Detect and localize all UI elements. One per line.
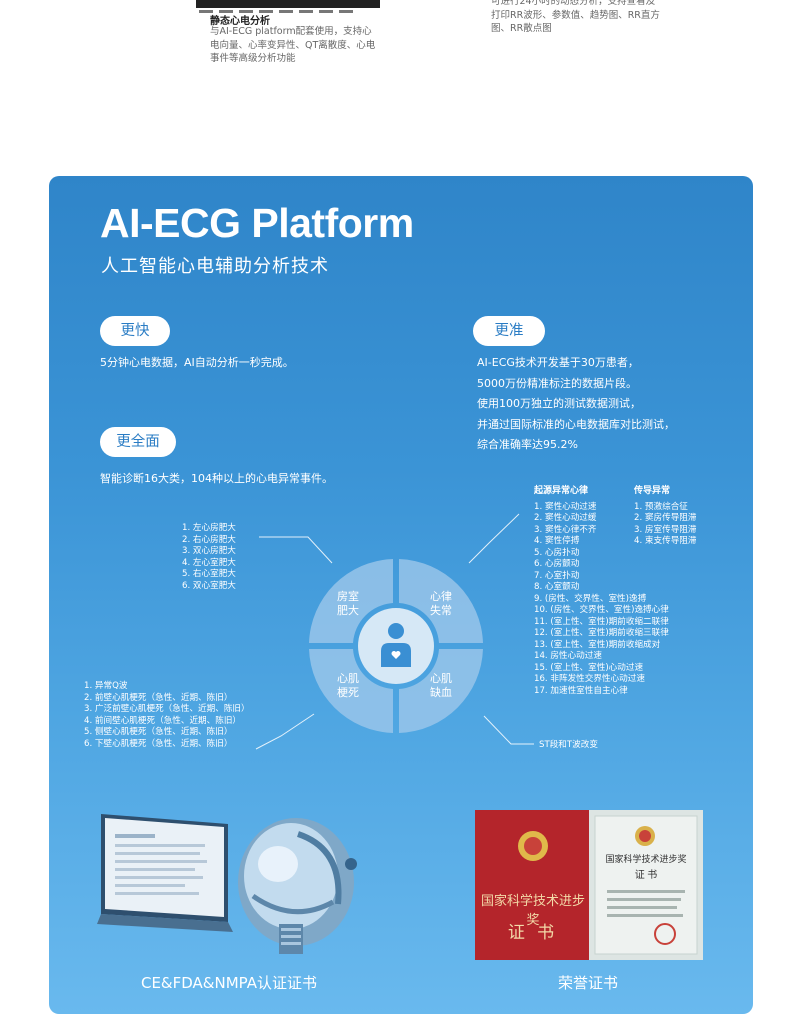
list-item: 6. 双心室肥大 xyxy=(182,580,236,591)
accurate-text: AI-ECG技术开发基于30万患者， 5000万份精准标注的数据片段。 使用10… xyxy=(477,353,737,456)
accurate-line: 使用100万独立的测试数据测试， xyxy=(477,397,641,410)
infarction-list: 1. 异常Q波 2. 前壁心肌梗死（急性、近期、陈旧） 3. 广泛前壁心肌梗死（… xyxy=(84,681,250,750)
list-item: 2. 前壁心肌梗死（急性、近期、陈旧） xyxy=(84,692,233,703)
wheel-label-ischemia: 心肌 缺血 xyxy=(421,672,461,700)
list-item: 17. 加速性室性自主心律 xyxy=(534,685,628,696)
list-item: 13. (室上性、室性)期前收缩成对 xyxy=(534,639,661,650)
list-item: 5. 右心室肥大 xyxy=(182,569,236,579)
panel-title: AI-ECG Platform xyxy=(100,200,414,246)
list-item: 16. 非阵发性交界性心动过速 xyxy=(534,674,645,684)
list-item: 1. 左心房肥大 xyxy=(182,523,236,533)
list-item: 4. 左心室肥大 xyxy=(182,557,236,568)
wheel-text: 心肌 梗死 xyxy=(337,672,359,699)
accurate-line: 综合准确率达95.2% xyxy=(477,438,578,451)
faster-badge: 更快 xyxy=(100,316,170,346)
patient-heart-icon xyxy=(381,623,411,667)
list-item: 3. 广泛前壁心肌梗死（急性、近期、陈旧） xyxy=(84,704,250,714)
list-item: 2. 右心房肥大 xyxy=(182,534,236,545)
list-item: 14. 房性心动过速 xyxy=(534,651,602,661)
list-item: 1. 异常Q波 xyxy=(84,681,128,691)
certificate-page-subtitle: 证 书 xyxy=(634,870,658,881)
accurate-line: 并通过国际标准的心电数据库对比测试， xyxy=(477,417,675,431)
list-item: 7. 心室扑动 xyxy=(534,570,580,581)
list-item: 8. 心室颤动 xyxy=(534,582,580,592)
wheel-text: 心肌 缺血 xyxy=(430,672,452,699)
list-item: 4. 束支传导阻滞 xyxy=(634,536,697,546)
honor-certificate-image xyxy=(475,810,703,960)
list-item: 3. 房室传导阻滞 xyxy=(634,524,697,535)
accurate-line: AI-ECG技术开发基于30万患者， xyxy=(477,356,639,369)
list-item: 10. (房性、交界性、室性)逸搏心律 xyxy=(534,605,669,615)
list-item: 9. (房性、交界性、室性)逸搏 xyxy=(534,593,647,604)
list-item: 1. 预激综合征 xyxy=(634,501,688,512)
list-item: 5. 心房扑动 xyxy=(534,547,580,558)
list-item: 2. 窦性心动过缓 xyxy=(534,513,597,523)
list-item: 3. 双心房肥大 xyxy=(182,546,236,556)
wheel-text: 房室 肥大 xyxy=(337,590,359,617)
list-item: 4. 窦性停搏 xyxy=(534,536,580,546)
honor-caption: 荣誉证书 xyxy=(557,974,618,992)
connector-lines xyxy=(255,513,534,750)
list-item: 15. (室上性、室性)心动过速 xyxy=(534,662,644,673)
conduction-list-title: 传导异常 xyxy=(634,486,671,496)
origin-list-title: 起源异常心律 xyxy=(534,486,589,496)
dynamic-ecg-description: 可进行24小时的动态分析，支持查看及打印RR波形、参数值、趋势图、RR直方图、R… xyxy=(491,0,660,34)
robot-monitor-illustration xyxy=(97,814,357,954)
faster-text: 5分钟心电数据，AI自动分析一秒完成。 xyxy=(100,356,294,369)
panel-subtitle: 人工智能心电辅助分析技术 xyxy=(101,256,329,277)
list-item: 11. (室上性、室性)期前收缩二联律 xyxy=(534,616,669,627)
certificate-cover-subtitle: 证 书 xyxy=(507,923,559,942)
list-item: 6. 下壁心肌梗死（急性、近期、陈旧） xyxy=(84,738,233,749)
wheel-text: 心律 失常 xyxy=(430,590,452,617)
wheel-label-hypertrophy: 房室 肥大 xyxy=(328,590,368,618)
wheel-label-arrhythmia: 心律 失常 xyxy=(421,590,461,618)
comprehensive-badge: 更全面 xyxy=(100,427,176,457)
wheel-label-infarction: 心肌 梗死 xyxy=(328,672,368,700)
list-item: 1. 窦性心动过速 xyxy=(534,501,597,512)
list-item: 6. 心房颤动 xyxy=(534,559,580,569)
accurate-line: 5000万份精准标注的数据片段。 xyxy=(477,376,637,390)
list-item: 3. 窦性心律不齐 xyxy=(534,524,597,535)
hypertrophy-list: 1. 左心房肥大 2. 右心房肥大 3. 双心房肥大 4. 左心室肥大 5. 右… xyxy=(182,523,236,592)
list-item: 2. 窦房传导阻滞 xyxy=(634,513,697,523)
accurate-badge: 更准 xyxy=(473,316,545,346)
list-item: 4. 前间壁心肌梗死（急性、近期、陈旧） xyxy=(84,715,242,726)
certificate-cover-title: 国家科学技术进步奖 xyxy=(480,893,585,927)
origin-abnormal-list: 起源异常心律 1. 窦性心动过速 2. 窦性心动过缓 3. 窦性心律不齐 4. … xyxy=(534,486,669,697)
static-ecg-description: 与AI-ECG platform配套使用，支持心电向量、心率变异性、QT离散度、… xyxy=(210,26,376,64)
category-wheel xyxy=(309,559,483,733)
st-t-change-label: ST段和T波改变 xyxy=(539,740,598,750)
conduction-abnormal-list: 传导异常 1. 预激综合征 2. 窦房传导阻滞 3. 房室传导阻滞 4. 束支传… xyxy=(634,486,697,548)
list-item: 12. (室上性、室性)期前收缩三联律 xyxy=(534,628,669,638)
toolbar-strip-image xyxy=(196,0,380,13)
comprehensive-text: 智能诊断16大类，104种以上的心电异常事件。 xyxy=(100,472,333,485)
certificate-page-title: 国家科学技术进步奖 xyxy=(605,854,687,864)
ai-ecg-panel: AI-ECG Platform 人工智能心电辅助分析技术 更快 5分钟心电数据，… xyxy=(49,176,753,1014)
static-ecg-title: 静态心电分析 xyxy=(210,16,270,27)
certification-caption: CE&FDA&NMPA认证证书 xyxy=(140,974,318,992)
list-item: 5. 侧壁心肌梗死（急性、近期、陈旧） xyxy=(84,727,233,737)
